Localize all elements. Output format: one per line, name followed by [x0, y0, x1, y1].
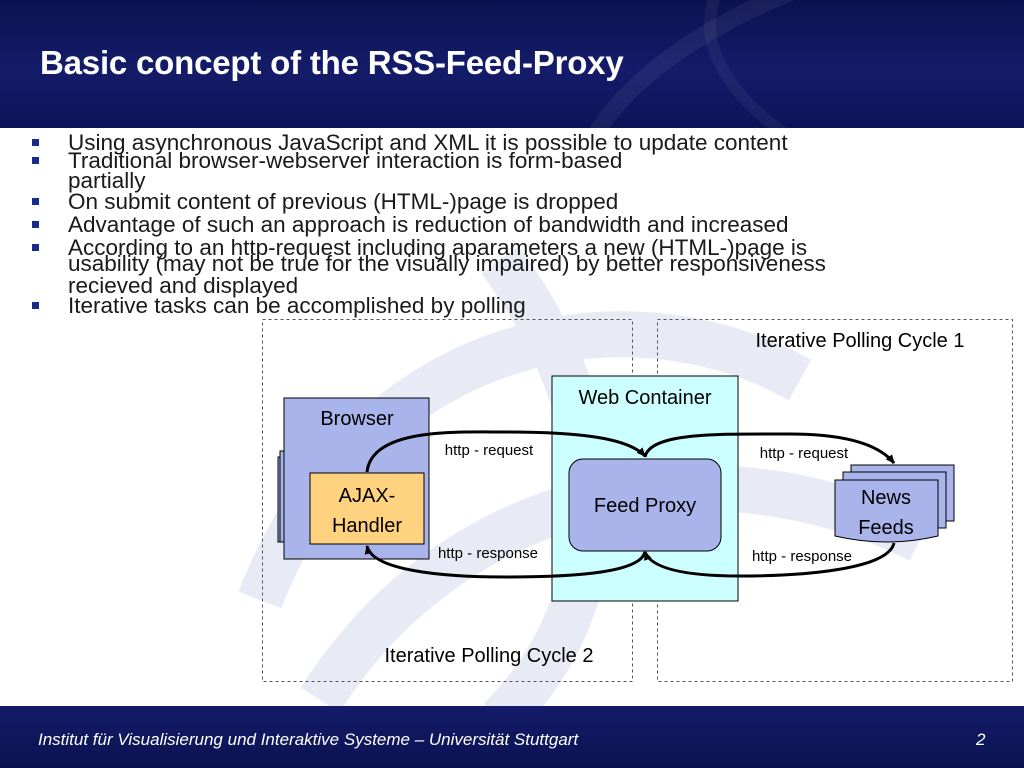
page-number: 2 — [976, 730, 986, 749]
bullet-marker — [32, 221, 39, 228]
bullet-marker — [32, 157, 39, 164]
news-feeds-label-line1: News — [861, 487, 911, 509]
slide-header: Basic concept of the RSS-Feed-Proxy — [0, 0, 1024, 128]
cycle-1-label: Iterative Polling Cycle 1 — [756, 330, 965, 352]
right-response-arrow — [643, 542, 896, 578]
news-feed-doc-1 — [834, 479, 939, 543]
left-response-arrow — [364, 545, 647, 579]
bullet-marker — [32, 139, 39, 146]
bullet-marker — [32, 198, 39, 205]
news-feeds-label-line2: Feeds — [858, 517, 914, 539]
feed-proxy-label: Feed Proxy — [594, 495, 696, 517]
left-request-arrow — [365, 430, 647, 473]
cycle-2-label: Iterative Polling Cycle 2 — [385, 645, 594, 667]
bullet-marker — [32, 244, 39, 251]
polling-cycle-1-region — [657, 319, 1013, 682]
right-response-label: http - response — [752, 548, 852, 565]
slide-footer: Institut für Visualisierung und Interakt… — [0, 706, 1024, 768]
ajax-handler-label-line2: Handler — [332, 515, 402, 537]
right-request-label: http - request — [760, 445, 849, 462]
left-response-label: http - response — [438, 545, 538, 562]
web-container-label: Web Container — [578, 387, 711, 409]
ajax-handler-label-line1: AJAX- — [339, 485, 396, 507]
slide-title: Basic concept of the RSS-Feed-Proxy — [40, 44, 624, 81]
left-request-label: http - request — [445, 442, 534, 459]
ajax-handler-box — [309, 472, 425, 545]
right-request-arrow — [643, 432, 896, 464]
bullet-marker — [32, 302, 39, 309]
feed-proxy-box — [568, 458, 722, 552]
browser-label: Browser — [320, 408, 394, 430]
footer-institute: Institut für Visualisierung und Interakt… — [38, 730, 579, 749]
